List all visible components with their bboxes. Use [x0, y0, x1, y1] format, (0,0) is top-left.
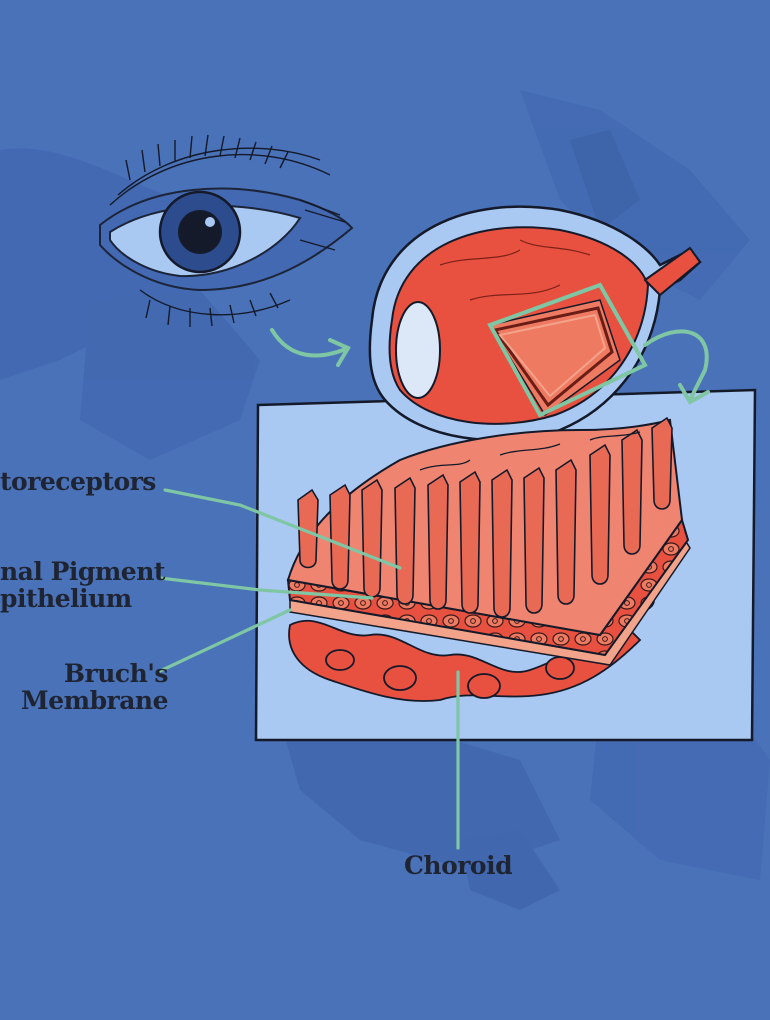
arrow-zoom-to-panel — [643, 329, 710, 405]
retina-tissue-block — [286, 416, 691, 702]
label-choroid-text: Choroid — [404, 851, 513, 880]
label-rpe-line1: nal Pigment — [0, 557, 165, 586]
arrow-eye-to-eyeball — [270, 328, 351, 367]
label-bruchs-line1: Bruch's — [63, 659, 169, 688]
leader-rpe — [158, 576, 374, 600]
label-rpe: nal Pigment pithelium — [0, 558, 165, 612]
label-rpe-line2: pithelium — [0, 584, 132, 613]
label-choroid: Choroid — [404, 851, 513, 880]
leader-lines — [156, 488, 460, 850]
label-bruchs-membrane: Bruch's Membrane — [20, 660, 168, 714]
label-photoreceptors-text: toreceptors — [0, 467, 156, 496]
eye-sketch — [99, 134, 354, 327]
photoreceptor-surface — [286, 418, 684, 637]
label-bruchs-line2: Membrane — [21, 686, 168, 715]
photoreceptor-cells — [297, 416, 673, 618]
label-photoreceptors: toreceptors — [0, 468, 156, 495]
leader-photoreceptors — [163, 488, 402, 570]
eyeball-cross-section — [368, 205, 702, 442]
leader-bruchs — [156, 608, 292, 674]
